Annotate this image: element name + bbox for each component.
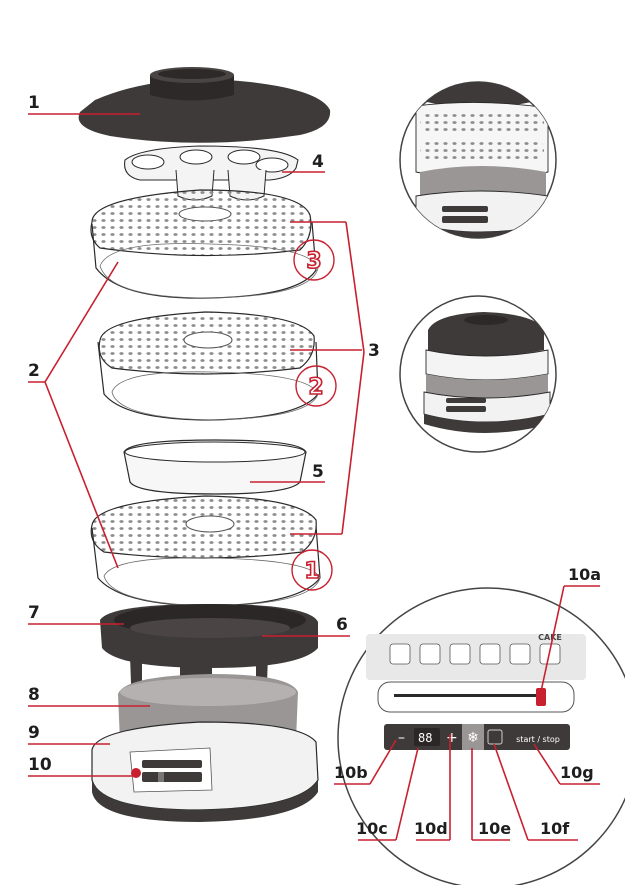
- defrost-icon[interactable]: ❄: [467, 730, 479, 746]
- callout-10a: 10a: [568, 565, 601, 584]
- callout-10d: 10d: [414, 819, 448, 838]
- callout-10g: 10g: [560, 763, 594, 782]
- program-icon-2[interactable]: [420, 644, 440, 664]
- callout-2: 2: [28, 361, 40, 381]
- cake-label: CAKE: [538, 633, 562, 642]
- tier-badge-2: 2: [308, 375, 323, 400]
- callout-10: 10: [28, 755, 52, 775]
- start-stop-button[interactable]: start / stop: [516, 735, 560, 744]
- base-unit: [92, 722, 318, 822]
- steam-basket-1: [91, 496, 320, 606]
- callout-1: 1: [28, 93, 40, 113]
- callout-10e: 10e: [478, 819, 511, 838]
- minus-button[interactable]: –: [398, 730, 405, 746]
- lid: [79, 67, 331, 143]
- callout-10b: 10b: [334, 763, 368, 782]
- timer-display: 88: [418, 731, 432, 745]
- callout-10c: 10c: [356, 819, 388, 838]
- program-icon-1[interactable]: [390, 644, 410, 664]
- program-icon-5[interactable]: [510, 644, 530, 664]
- callout-4: 4: [312, 152, 324, 172]
- callout-3: 3: [368, 341, 380, 361]
- callout-5: 5: [312, 462, 324, 482]
- tier-badge-1: 1: [304, 559, 319, 584]
- callout-8: 8: [28, 685, 40, 705]
- tier-badge-3: 3: [306, 249, 321, 274]
- selector-slider-track[interactable]: [394, 694, 544, 697]
- assembled-view-full: [400, 68, 556, 244]
- callout-10f: 10f: [540, 819, 570, 838]
- steam-basket-2: [98, 312, 318, 420]
- program-icon-3[interactable]: [450, 644, 470, 664]
- assembled-view-compact: [400, 296, 556, 452]
- rice-bowl: [124, 440, 306, 494]
- callout-9: 9: [28, 723, 40, 743]
- program-icon-4[interactable]: [480, 644, 500, 664]
- plus-button[interactable]: +: [446, 730, 458, 746]
- callout-6: 6: [336, 615, 348, 635]
- steam-basket-3: [91, 190, 318, 298]
- callout-7: 7: [28, 603, 40, 623]
